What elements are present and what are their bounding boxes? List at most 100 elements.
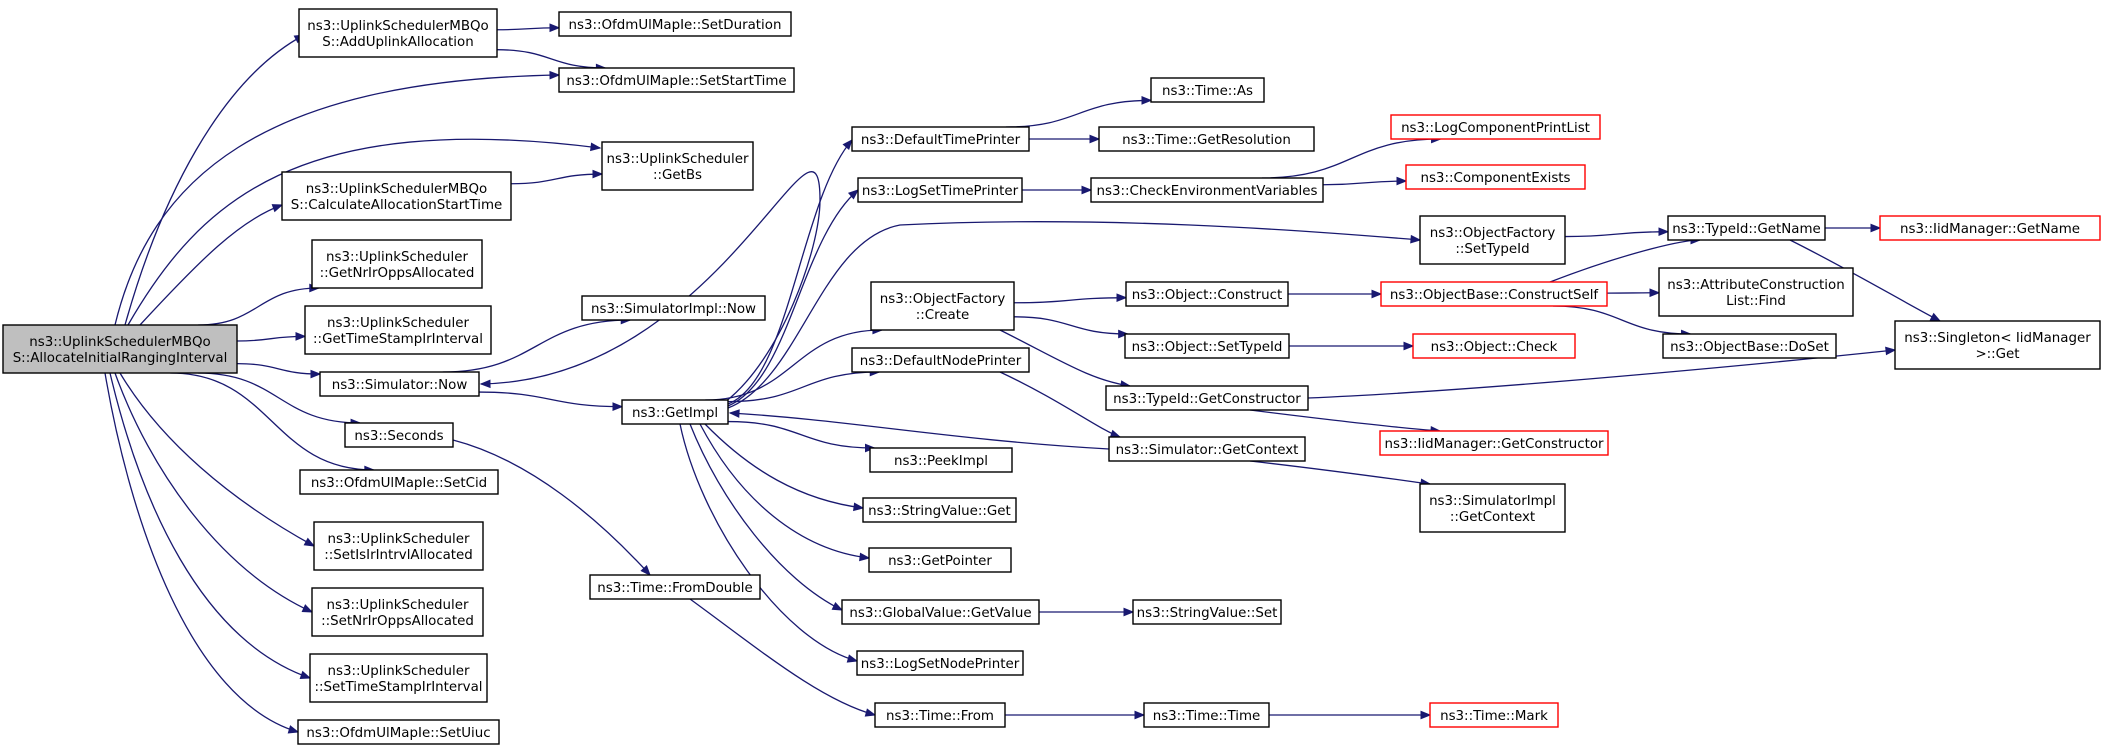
node-timeFrom[interactable]: ns3::Time::From bbox=[874, 702, 1006, 728]
node-box[interactable] bbox=[2, 324, 238, 374]
node-box[interactable] bbox=[874, 702, 1006, 728]
node-box[interactable] bbox=[344, 422, 454, 448]
node-box[interactable] bbox=[1379, 430, 1609, 456]
node-box[interactable] bbox=[1125, 281, 1289, 307]
node-box[interactable] bbox=[851, 347, 1030, 373]
node-addUplink[interactable]: ns3::UplinkSchedulerMBQoS::AddUplinkAllo… bbox=[298, 8, 498, 58]
node-defTimePrinter[interactable]: ns3::DefaultTimePrinter bbox=[851, 126, 1030, 152]
node-box[interactable] bbox=[304, 305, 492, 355]
node-getPointer[interactable]: ns3::GetPointer bbox=[868, 547, 1012, 573]
node-simNow[interactable]: ns3::Simulator::Now bbox=[319, 371, 480, 397]
node-objFactSetTypeId[interactable]: ns3::ObjectFactory::SetTypeId bbox=[1419, 215, 1566, 265]
node-iidGetCtor[interactable]: ns3::IidManager::GetConstructor bbox=[1379, 430, 1609, 456]
node-objSetTypeId[interactable]: ns3::Object::SetTypeId bbox=[1124, 333, 1290, 359]
node-box[interactable] bbox=[299, 469, 499, 495]
node-box[interactable] bbox=[857, 177, 1023, 203]
node-box[interactable] bbox=[1098, 126, 1315, 152]
node-box[interactable] bbox=[589, 574, 761, 600]
node-gvGetValue[interactable]: ns3::GlobalValue::GetValue bbox=[841, 599, 1040, 625]
node-setIsIr[interactable]: ns3::UplinkScheduler::SetIsIrIntrvlAlloc… bbox=[313, 521, 484, 571]
node-box[interactable] bbox=[1090, 177, 1324, 203]
node-box[interactable] bbox=[558, 67, 795, 93]
node-setDuration[interactable]: ns3::OfdmUlMapIe::SetDuration bbox=[558, 11, 792, 37]
node-fromDouble[interactable]: ns3::Time::FromDouble bbox=[589, 574, 761, 600]
node-iidGetName[interactable]: ns3::IidManager::GetName bbox=[1879, 215, 2101, 241]
node-objBaseConstructSelf[interactable]: ns3::ObjectBase::ConstructSelf bbox=[1380, 281, 1608, 307]
node-box[interactable] bbox=[621, 399, 729, 425]
node-box[interactable] bbox=[1105, 385, 1309, 411]
node-box[interactable] bbox=[869, 447, 1013, 473]
node-timeGetRes[interactable]: ns3::Time::GetResolution bbox=[1098, 126, 1315, 152]
node-box[interactable] bbox=[868, 547, 1012, 573]
node-objCheck[interactable]: ns3::Object::Check bbox=[1412, 333, 1576, 359]
node-defNodePrinter[interactable]: ns3::DefaultNodePrinter bbox=[851, 347, 1030, 373]
node-box[interactable] bbox=[581, 295, 766, 321]
node-peekImpl[interactable]: ns3::PeekImpl bbox=[869, 447, 1013, 473]
node-simGetContext[interactable]: ns3::Simulator::GetContext bbox=[1108, 436, 1306, 462]
node-box[interactable] bbox=[319, 371, 480, 397]
node-checkEnv[interactable]: ns3::CheckEnvironmentVariables bbox=[1090, 177, 1324, 203]
node-box[interactable] bbox=[1658, 267, 1854, 317]
node-box[interactable] bbox=[601, 141, 754, 191]
node-timeMark[interactable]: ns3::Time::Mark bbox=[1429, 702, 1559, 728]
node-typeIdGetCtor[interactable]: ns3::TypeId::GetConstructor bbox=[1105, 385, 1309, 411]
node-box[interactable] bbox=[558, 11, 792, 37]
node-box[interactable] bbox=[298, 8, 498, 58]
node-box[interactable] bbox=[1124, 333, 1290, 359]
node-box[interactable] bbox=[1412, 333, 1576, 359]
node-setUiuc[interactable]: ns3::OfdmUlMapIe::SetUiuc bbox=[297, 719, 500, 745]
node-setTimeStamp[interactable]: ns3::UplinkScheduler::SetTimeStampIrInte… bbox=[309, 653, 488, 703]
node-box[interactable] bbox=[311, 587, 484, 637]
node-box[interactable] bbox=[870, 281, 1015, 331]
node-box[interactable] bbox=[841, 599, 1040, 625]
node-getTimeStamp[interactable]: ns3::UplinkScheduler::GetTimeStampIrInte… bbox=[304, 305, 492, 355]
node-box[interactable] bbox=[309, 653, 488, 703]
node-timeAs[interactable]: ns3::Time::As bbox=[1150, 77, 1265, 103]
node-setNrIr[interactable]: ns3::UplinkScheduler::SetNrIrOppsAllocat… bbox=[311, 587, 484, 637]
node-strValGet[interactable]: ns3::StringValue::Get bbox=[862, 497, 1017, 523]
node-objBaseDoSet[interactable]: ns3::ObjectBase::DoSet bbox=[1662, 333, 1837, 359]
node-box[interactable] bbox=[1108, 436, 1306, 462]
node-strValSet[interactable]: ns3::StringValue::Set bbox=[1132, 599, 1282, 625]
node-box[interactable] bbox=[862, 497, 1017, 523]
node-simImplNow[interactable]: ns3::SimulatorImpl::Now bbox=[581, 295, 766, 321]
node-box[interactable] bbox=[1380, 281, 1608, 307]
node-getNrIr[interactable]: ns3::UplinkScheduler::GetNrIrOppsAllocat… bbox=[311, 239, 483, 289]
node-box[interactable] bbox=[1667, 215, 1826, 241]
node-getBs[interactable]: ns3::UplinkScheduler::GetBs bbox=[601, 141, 754, 191]
node-box[interactable] bbox=[1405, 164, 1586, 190]
node-box[interactable] bbox=[1150, 77, 1265, 103]
node-box[interactable] bbox=[1894, 320, 2101, 370]
node-objFactCreate[interactable]: ns3::ObjectFactory::Create bbox=[870, 281, 1015, 331]
node-logSetTimePrinter[interactable]: ns3::LogSetTimePrinter bbox=[857, 177, 1023, 203]
node-box[interactable] bbox=[1390, 114, 1601, 140]
node-calcAlloc[interactable]: ns3::UplinkSchedulerMBQoS::CalculateAllo… bbox=[281, 171, 512, 221]
node-seconds[interactable]: ns3::Seconds bbox=[344, 422, 454, 448]
node-getImpl[interactable]: ns3::GetImpl bbox=[621, 399, 729, 425]
node-box[interactable] bbox=[313, 521, 484, 571]
node-box[interactable] bbox=[1429, 702, 1559, 728]
node-box[interactable] bbox=[1132, 599, 1282, 625]
node-logSetNodePrinter[interactable]: ns3::LogSetNodePrinter bbox=[856, 650, 1024, 676]
node-box[interactable] bbox=[1662, 333, 1837, 359]
node-setStartTime[interactable]: ns3::OfdmUlMapIe::SetStartTime bbox=[558, 67, 795, 93]
node-logCompPrintList[interactable]: ns3::LogComponentPrintList bbox=[1390, 114, 1601, 140]
node-box[interactable] bbox=[297, 719, 500, 745]
node-setCid[interactable]: ns3::OfdmUlMapIe::SetCid bbox=[299, 469, 499, 495]
node-root[interactable]: ns3::UplinkSchedulerMBQoS::AllocateIniti… bbox=[2, 324, 238, 374]
node-box[interactable] bbox=[1143, 702, 1270, 728]
node-compExists[interactable]: ns3::ComponentExists bbox=[1405, 164, 1586, 190]
node-box[interactable] bbox=[851, 126, 1030, 152]
node-objConstruct[interactable]: ns3::Object::Construct bbox=[1125, 281, 1289, 307]
node-box[interactable] bbox=[1879, 215, 2101, 241]
node-singletonGet[interactable]: ns3::Singleton< IidManager>::Get bbox=[1894, 320, 2101, 370]
node-simImplGetContext[interactable]: ns3::SimulatorImpl::GetContext bbox=[1419, 483, 1566, 533]
node-typeIdGetName[interactable]: ns3::TypeId::GetName bbox=[1667, 215, 1826, 241]
node-box[interactable] bbox=[1419, 483, 1566, 533]
node-box[interactable] bbox=[856, 650, 1024, 676]
node-box[interactable] bbox=[311, 239, 483, 289]
node-box[interactable] bbox=[281, 171, 512, 221]
node-timeTime[interactable]: ns3::Time::Time bbox=[1143, 702, 1270, 728]
node-box[interactable] bbox=[1419, 215, 1566, 265]
